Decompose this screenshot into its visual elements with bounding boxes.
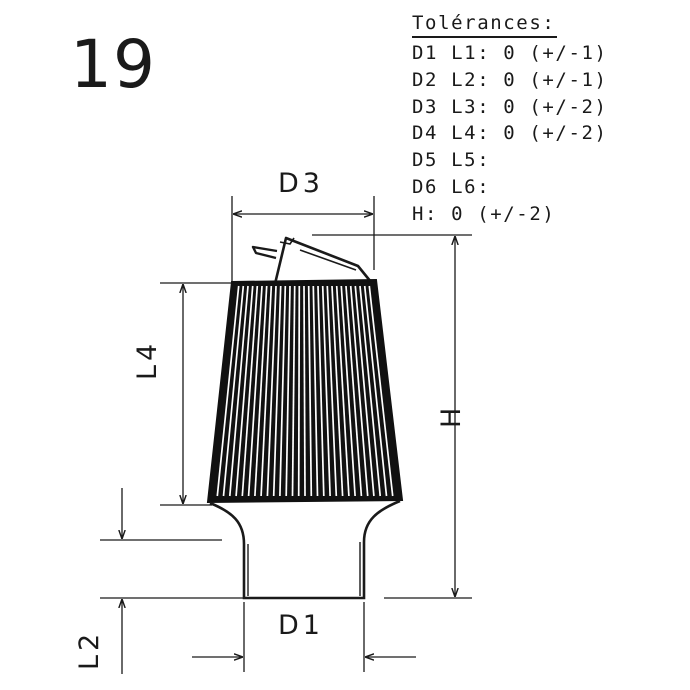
- tolerance-row-d1-l1: D1 L1: 0 (+/-1): [412, 42, 608, 64]
- tolerance-row-d2-l2: D2 L2: 0 (+/-1): [412, 68, 608, 91]
- pleat-line: [285, 285, 291, 497]
- pleated-filter-body: [206, 278, 404, 504]
- pleat-line: [349, 285, 369, 497]
- figure-number: 19: [70, 26, 156, 103]
- pleat-line: [335, 285, 350, 497]
- pleat-line: [321, 285, 331, 497]
- pleat-line: [307, 285, 313, 497]
- pleat-line: [228, 285, 249, 497]
- label-l4: L4: [132, 339, 163, 380]
- filter-pleats: [216, 285, 394, 497]
- tolerance-row-h: H: 0 (+/-2): [412, 202, 556, 225]
- pleat-line: [312, 285, 319, 497]
- tolerance-title: Tolérances:: [412, 10, 558, 38]
- rubber-coupler: [242, 542, 366, 600]
- dimension-lines: [122, 214, 455, 674]
- pleat-line: [363, 285, 388, 497]
- extension-lines: [100, 196, 472, 672]
- label-d3: D3: [278, 168, 324, 199]
- pleat-line: [354, 285, 375, 497]
- breather-nozzle: [251, 236, 373, 290]
- label-d1: D1: [278, 610, 324, 641]
- pleat-line: [345, 285, 363, 497]
- tolerance-row-d3-l3: D3 L3: 0 (+/-2): [412, 95, 608, 118]
- pleat-line: [291, 285, 296, 497]
- tolerance-row-d4-l4: D4 L4: 0 (+/-2): [412, 122, 608, 145]
- tolerance-row-d6-l6: D6 L6:: [412, 175, 491, 198]
- pleat-line: [297, 285, 301, 497]
- pleat-line: [272, 285, 282, 497]
- pleat-line: [266, 285, 277, 497]
- pleat-line: [216, 285, 240, 497]
- pleat-line: [331, 285, 344, 497]
- pleat-line: [222, 285, 245, 497]
- pleat-line: [340, 285, 356, 497]
- pleat-line: [279, 285, 287, 497]
- pleat-line: [317, 285, 325, 497]
- label-l2: L2: [74, 629, 105, 670]
- pleat-line: [260, 285, 273, 497]
- tolerance-rows: D1 L1: 0 (+/-1) D2 L2: 0 (+/-1) D3 L3: 0…: [412, 40, 608, 228]
- tolerance-row-d5-l5: D5 L5:: [412, 149, 491, 172]
- pleat-line: [303, 285, 306, 497]
- pleat-line: [241, 285, 259, 497]
- filter-neck: [209, 499, 401, 545]
- tolerance-table: Tolérances: D1 L1: 0 (+/-1) D2 L2: 0 (+/…: [412, 10, 608, 228]
- pleat-line: [235, 285, 254, 497]
- pleat-line: [359, 285, 382, 497]
- pleat-line: [368, 285, 394, 497]
- label-h: H: [436, 403, 467, 428]
- pleat-line: [247, 285, 263, 497]
- pleat-line: [254, 285, 268, 497]
- pleat-line: [326, 285, 338, 497]
